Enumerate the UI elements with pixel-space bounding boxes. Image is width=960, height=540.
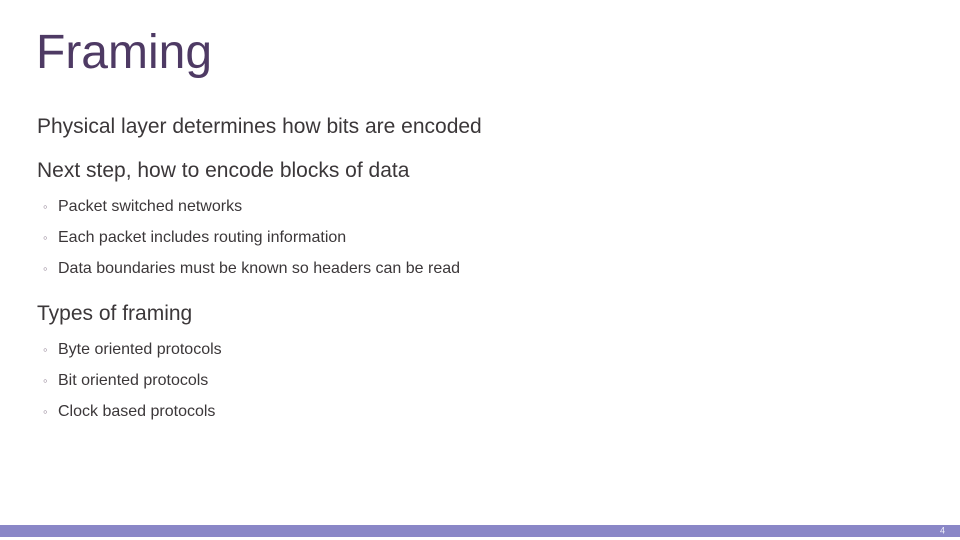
- bullet-item: ◦ Byte oriented protocols: [37, 334, 930, 365]
- bullet-list: ◦ Byte oriented protocols ◦ Bit oriented…: [37, 334, 930, 427]
- bullet-list: ◦ Packet switched networks ◦ Each packet…: [37, 191, 930, 284]
- section-next-step: Next step, how to encode blocks of data …: [37, 157, 930, 284]
- bullet-item: ◦ Data boundaries must be known so heade…: [37, 253, 930, 284]
- circle-bullet-icon: ◦: [43, 373, 48, 388]
- section-types-of-framing: Types of framing ◦ Byte oriented protoco…: [37, 300, 930, 427]
- bullet-text: Byte oriented protocols: [58, 341, 222, 358]
- bullet-item: ◦ Bit oriented protocols: [37, 365, 930, 396]
- bullet-text: Bit oriented protocols: [58, 372, 209, 389]
- footer-bar: 4: [0, 525, 960, 537]
- bullet-text: Each packet includes routing information: [58, 229, 347, 246]
- section-heading: Next step, how to encode blocks of data: [37, 159, 410, 182]
- circle-bullet-icon: ◦: [43, 404, 48, 419]
- bullet-item: ◦ Packet switched networks: [37, 191, 930, 222]
- slide-title: Framing: [36, 26, 213, 79]
- circle-bullet-icon: ◦: [43, 230, 48, 245]
- bullet-text: Data boundaries must be known so headers…: [58, 260, 461, 277]
- section-heading: Types of framing: [37, 302, 193, 325]
- bullet-text: Clock based protocols: [58, 403, 216, 420]
- section-heading: Physical layer determines how bits are e…: [37, 115, 482, 138]
- bullet-text: Packet switched networks: [58, 198, 243, 215]
- bullet-item: ◦ Each packet includes routing informati…: [37, 222, 930, 253]
- circle-bullet-icon: ◦: [43, 261, 48, 276]
- circle-bullet-icon: ◦: [43, 342, 48, 357]
- bullet-item: ◦ Clock based protocols: [37, 396, 930, 427]
- slide-body: Physical layer determines how bits are e…: [37, 113, 930, 427]
- section-physical-layer: Physical layer determines how bits are e…: [37, 113, 930, 141]
- page-number: 4: [939, 525, 945, 536]
- circle-bullet-icon: ◦: [43, 199, 48, 214]
